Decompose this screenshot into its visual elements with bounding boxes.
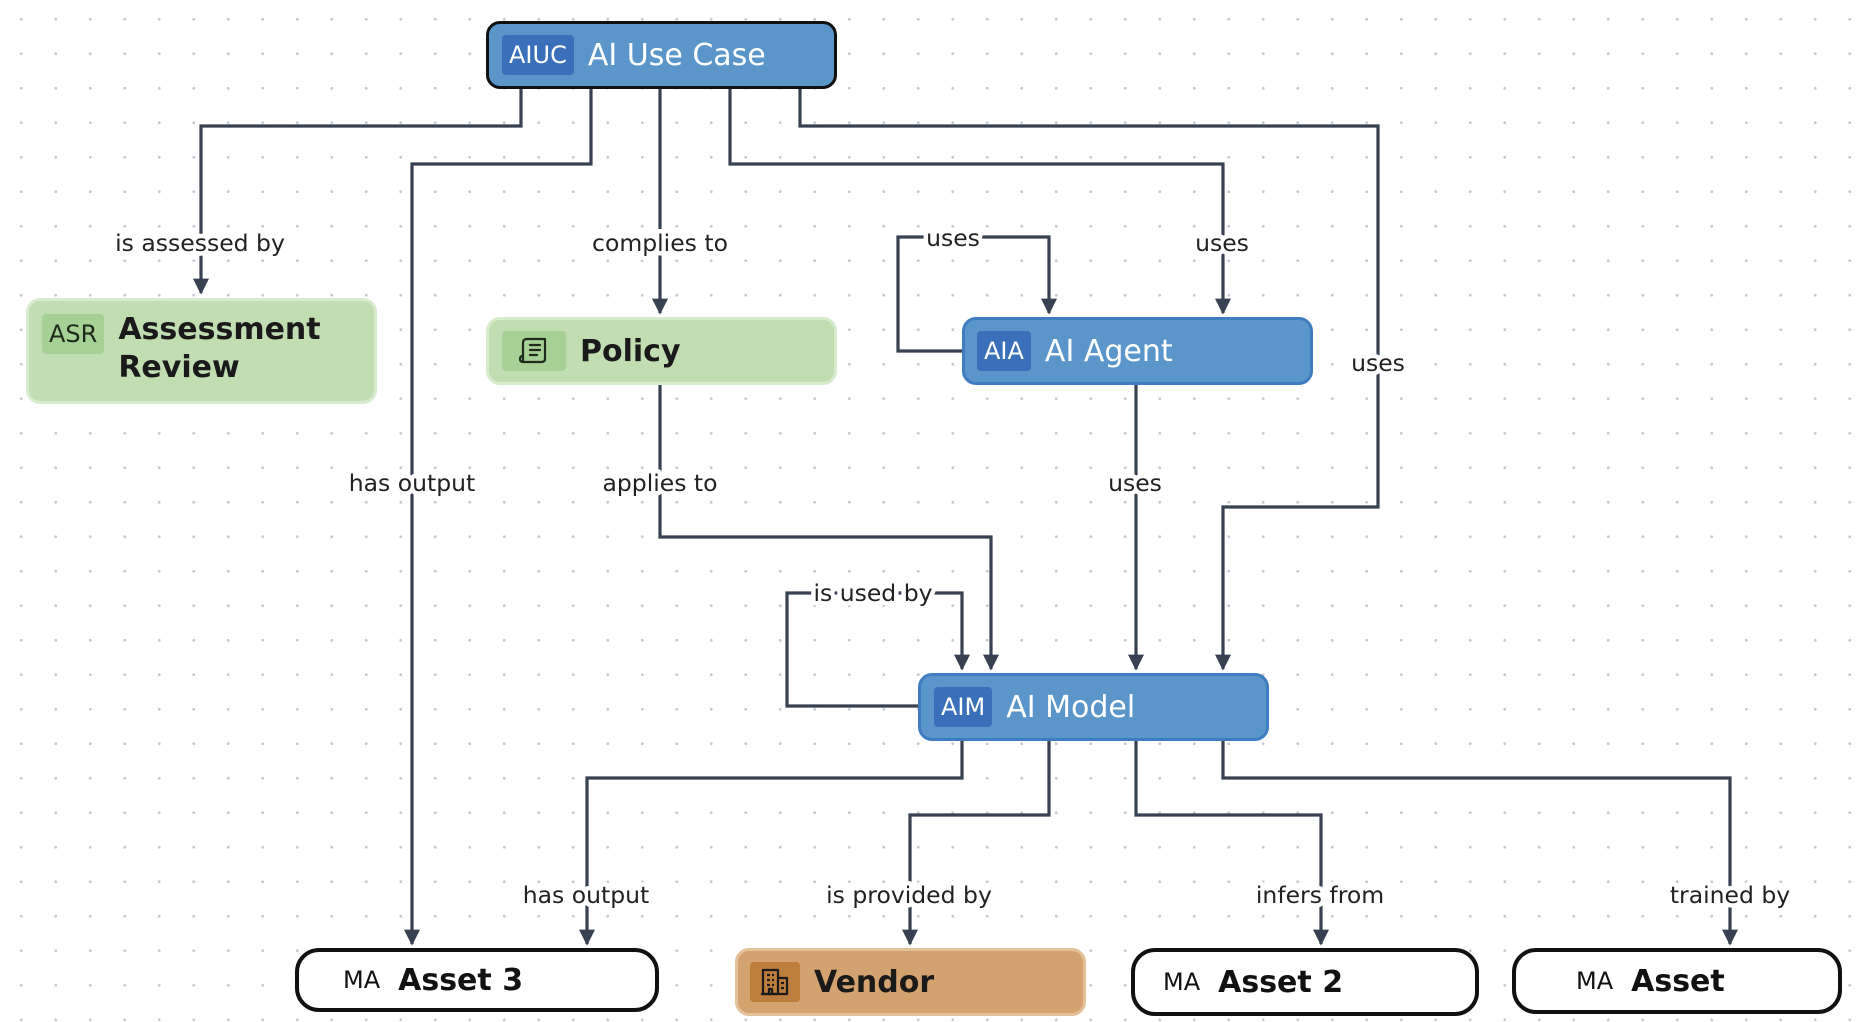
- node-badge: MA: [1576, 967, 1614, 995]
- node-badge: AIUC: [502, 35, 574, 75]
- node-title: Vendor: [814, 964, 935, 1000]
- node-ai-agent[interactable]: AIA AI Agent: [962, 317, 1313, 385]
- edge-applies-to: [658, 385, 999, 671]
- node-asset[interactable]: MA Asset: [1512, 948, 1842, 1014]
- node-title-line: Assessment: [118, 312, 321, 347]
- edge-uses-model-direct: [798, 88, 1380, 671]
- node-badge: ASR: [42, 314, 105, 354]
- label-is-assessed-by: is assessed by: [115, 229, 285, 257]
- edge-trained-by: [1221, 741, 1738, 946]
- node-badge: AIA: [977, 331, 1031, 371]
- node-ai-model[interactable]: AIM AI Model: [918, 673, 1269, 741]
- label-has-output-model: has output: [523, 881, 650, 909]
- edge-is-used-by: [785, 591, 970, 708]
- label-applies-to: applies to: [602, 469, 717, 497]
- label-is-provided-by: is provided by: [826, 881, 992, 909]
- node-asset-2[interactable]: MA Asset 2: [1131, 948, 1479, 1016]
- node-badge: AIM: [934, 687, 993, 727]
- edge-has-output-usecase: [404, 88, 593, 946]
- node-title: Asset 3: [398, 962, 524, 998]
- node-policy[interactable]: Policy: [486, 317, 837, 385]
- node-vendor[interactable]: Vendor: [735, 948, 1086, 1016]
- node-assessment-review[interactable]: ASR Assessment Review: [26, 298, 377, 404]
- node-title: AI Use Case: [587, 37, 766, 73]
- building-icon: [750, 962, 800, 1002]
- node-title: Assessment Review: [118, 311, 320, 387]
- edge-infers-from: [1134, 741, 1329, 946]
- label-has-output-usecase: has output: [349, 469, 476, 497]
- scroll-icon: [502, 331, 566, 371]
- edge-uses-agent-self: [896, 235, 1057, 353]
- node-badge: MA: [1163, 968, 1201, 996]
- node-badge: MA: [343, 966, 381, 994]
- node-title: Asset 2: [1218, 964, 1344, 1000]
- node-title: AI Model: [1006, 689, 1136, 725]
- edge-has-output-model: [579, 741, 964, 946]
- node-title: Asset: [1631, 963, 1725, 999]
- edge-is-assessed-by: [193, 88, 523, 295]
- node-title: Policy: [580, 333, 681, 369]
- label-uses-agent: uses: [1195, 229, 1249, 257]
- label-uses-model-direct: uses: [1351, 349, 1405, 377]
- edge-uses-agent: [728, 88, 1231, 315]
- label-infers-from: infers from: [1256, 881, 1384, 909]
- label-trained-by: trained by: [1670, 881, 1790, 909]
- node-title-line: Review: [118, 350, 240, 385]
- label-is-used-by: is used by: [813, 579, 932, 607]
- node-title: AI Agent: [1044, 333, 1173, 369]
- edge-is-provided-by: [902, 741, 1051, 946]
- label-uses-agent-self: uses: [926, 224, 980, 252]
- node-asset-3[interactable]: MA Asset 3: [295, 948, 659, 1012]
- node-ai-use-case[interactable]: AIUC AI Use Case: [486, 21, 837, 89]
- label-complies-to: complies to: [592, 229, 728, 257]
- label-uses-model-from-agent: uses: [1108, 469, 1162, 497]
